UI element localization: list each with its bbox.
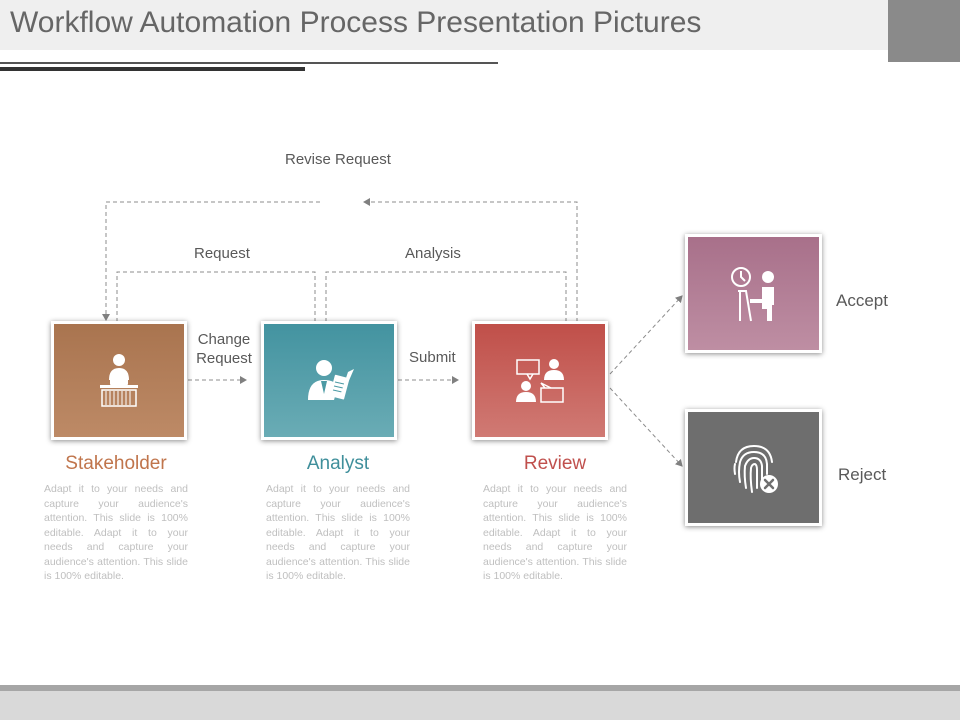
accept-label: Accept: [836, 291, 888, 310]
stakeholder-description: Adapt it to your needs and capture your …: [44, 483, 188, 582]
analyst-box: [261, 321, 397, 440]
analyst-heading: Analyst: [306, 453, 370, 474]
reject-label: Reject: [838, 465, 887, 484]
analyst-description: Adapt it to your needs and capture your …: [266, 483, 410, 582]
review-heading: Review: [523, 453, 587, 474]
title-rule-thick: [0, 67, 305, 71]
title-band: [0, 0, 888, 50]
revise-request-label: Revise Request: [285, 151, 391, 168]
people-discussion-icon: [516, 359, 564, 403]
title-rule-thin: [0, 62, 498, 64]
page-title: Workflow Automation Process Presentation…: [10, 6, 702, 39]
corner-block: [888, 0, 960, 62]
revise-request-return-connector: [102, 201, 320, 321]
change-request-label: Change Request: [190, 330, 258, 368]
stakeholder-box: [51, 321, 187, 440]
stakeholder-heading: Stakeholder: [65, 453, 167, 474]
analysis-connector: [325, 271, 567, 322]
request-connector: [116, 271, 316, 322]
person-with-clock-icon: [731, 267, 774, 322]
change-request-label-line1: Change: [197, 331, 251, 348]
footer-band: [0, 691, 960, 720]
submit-label: Submit: [409, 349, 456, 366]
request-label: Request: [194, 245, 250, 262]
review-description: Adapt it to your needs and capture your …: [483, 483, 627, 582]
fingerprint-reject-icon: [733, 444, 778, 493]
analysis-label: Analysis: [405, 245, 461, 262]
change-request-label-line2: Request: [196, 350, 252, 367]
accept-box: [685, 234, 822, 353]
accept-arrow: [609, 295, 683, 375]
reject-arrow: [609, 387, 683, 467]
reject-box: [685, 409, 822, 526]
person-at-desk-icon: [100, 354, 138, 407]
person-with-clipboard-icon: [308, 360, 354, 400]
footer-rule: [0, 685, 960, 691]
revise-request-connector: [363, 198, 578, 322]
review-box: [472, 321, 608, 440]
